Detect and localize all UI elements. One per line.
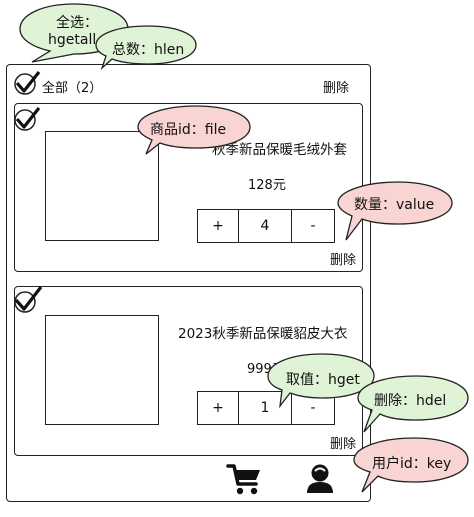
delete-all-button[interactable]: 删除 — [323, 81, 350, 96]
callout-user-id-text: 用户id：key — [372, 456, 452, 472]
quantity-plus-button[interactable]: + — [197, 209, 239, 243]
callout-bubble-total — [95, 25, 197, 71]
callout-bubble-product-id — [137, 105, 251, 155]
callout-product-id-text: 商品id：file — [150, 122, 227, 138]
callout-bubble-user-id — [353, 437, 469, 493]
quantity-value[interactable]: 4 — [237, 209, 293, 243]
callout-quantity-text: 数量：value — [354, 197, 435, 213]
quantity-plus-button[interactable]: + — [197, 391, 239, 425]
callout-bubble-get-value — [267, 353, 375, 409]
callout-total-text: 总数：hlen — [112, 42, 185, 58]
product-title: 秋季新品保暖毛绒外套 — [212, 142, 347, 158]
callout-bubble-delete — [357, 375, 469, 433]
callout-select-all-line1: 全选： — [56, 15, 98, 31]
select-all-label: 全部（2） — [42, 81, 103, 96]
quantity-stepper[interactable]: + 1 - — [197, 391, 335, 425]
item-delete-button[interactable]: 删除 — [330, 437, 357, 452]
item-checkbox[interactable] — [12, 104, 42, 134]
callout-select-all-line2: hgetall — [48, 32, 97, 48]
quantity-stepper[interactable]: + 4 - — [197, 209, 335, 243]
item-checkbox[interactable] — [12, 283, 44, 315]
callout-get-value-text: 取值：hget — [286, 372, 360, 388]
quantity-minus-button[interactable]: - — [291, 209, 335, 243]
product-price: 128元 — [248, 178, 286, 193]
select-all-checkbox[interactable] — [12, 68, 42, 98]
product-image-placeholder — [45, 315, 159, 425]
user-icon[interactable] — [306, 462, 334, 494]
callout-bubble-quantity — [337, 181, 453, 241]
cart-icon[interactable] — [226, 462, 262, 496]
product-title: 2023秋季新品保暖貂皮大衣 — [178, 326, 348, 342]
item-delete-button[interactable]: 删除 — [330, 253, 357, 268]
product-image-placeholder — [45, 131, 159, 241]
callout-delete-text: 删除：hdel — [374, 393, 447, 409]
